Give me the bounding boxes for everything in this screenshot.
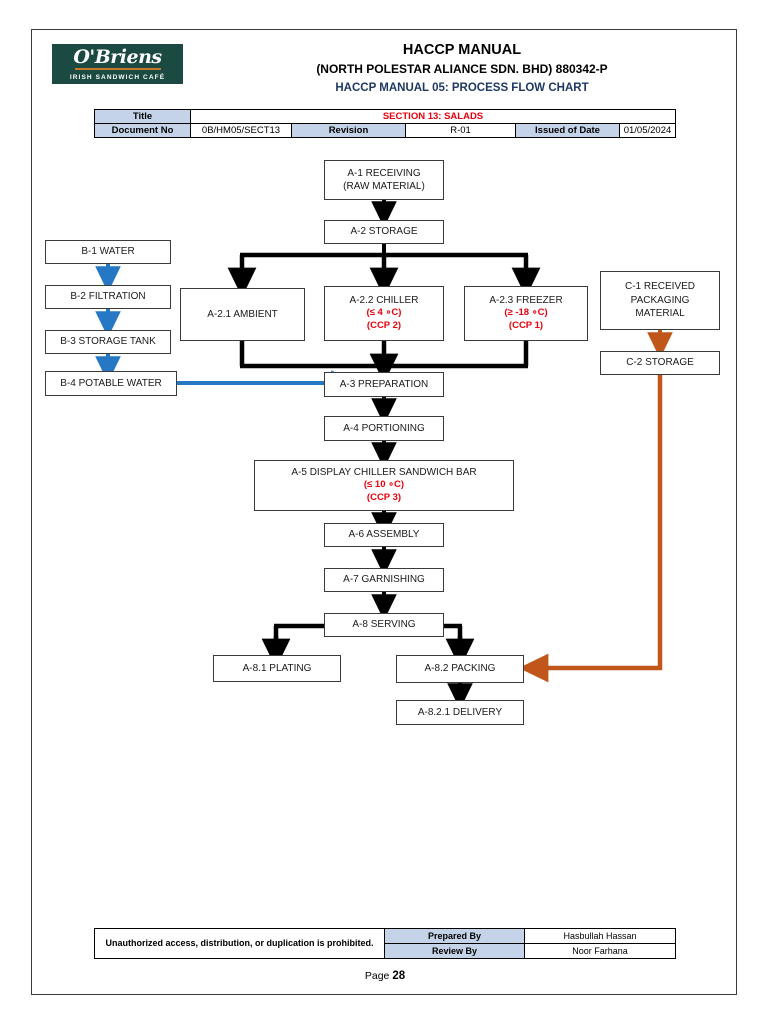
meta-title-label: Title <box>94 109 191 124</box>
node-label: A-2.2 CHILLER <box>349 294 419 306</box>
node-label: A-2.1 AMBIENT <box>207 308 278 320</box>
node-a21-ambient[interactable]: A-2.1 AMBIENT <box>180 288 305 341</box>
node-label: A-2 STORAGE <box>350 226 418 238</box>
node-label: A-8.2 PACKING <box>424 663 496 675</box>
node-label: A-5 DISPLAY CHILLER SANDWICH BAR <box>291 466 477 478</box>
meta-issued-label: Issued of Date <box>515 123 620 138</box>
node-ccp-limit: (≤ 10 ∘C) <box>363 479 405 491</box>
node-label: (RAW MATERIAL) <box>343 181 425 192</box>
node-label: A-3 PREPARATION <box>339 378 429 390</box>
node-a4-portioning[interactable]: A-4 PORTIONING <box>324 416 444 441</box>
footer-prepared-value: Hasbullah Hassan <box>524 928 676 944</box>
table-row: Review By Noor Farhana <box>95 943 676 959</box>
node-label: A-8.1 PLATING <box>242 662 312 674</box>
node-b4-potable-water[interactable]: B-4 POTABLE WATER <box>45 371 177 396</box>
node-b2-filtration[interactable]: B-2 FILTRATION <box>45 285 171 309</box>
process-flow-chart: A-1 RECEIVING (RAW MATERIAL) A-2 STORAGE… <box>32 30 738 996</box>
node-a2-storage[interactable]: A-2 STORAGE <box>324 220 444 244</box>
node-label: A-7 GARNISHING <box>343 574 425 586</box>
node-a1-receiving[interactable]: A-1 RECEIVING (RAW MATERIAL) <box>324 160 444 200</box>
meta-issued-value: 01/05/2024 <box>619 123 676 138</box>
node-b1-water[interactable]: B-1 WATER <box>45 240 171 264</box>
node-label: B-1 WATER <box>81 246 135 258</box>
node-c2-storage[interactable]: C-2 STORAGE <box>600 351 720 375</box>
node-label: A-1 RECEIVING <box>347 167 421 179</box>
node-label: B-4 POTABLE WATER <box>60 377 162 389</box>
node-b3-storage-tank[interactable]: B-3 STORAGE TANK <box>45 330 171 354</box>
table-row: Title SECTION 13: SALADS <box>94 109 676 124</box>
node-a8-serving[interactable]: A-8 SERVING <box>324 613 444 637</box>
node-a82-packing[interactable]: A-8.2 PACKING <box>396 655 524 683</box>
node-a22-chiller[interactable]: A-2.2 CHILLER (≤ 4 ∘C) (CCP 2) <box>324 286 444 341</box>
page-label: Page <box>364 970 390 982</box>
node-label: PACKAGING <box>630 294 690 306</box>
node-ccp-label: (CCP 2) <box>366 320 402 332</box>
page-number-value: 28 <box>392 970 406 982</box>
node-label: MATERIAL <box>635 308 685 320</box>
document-page: O'Briens IRISH SANDWICH CAFÉ HACCP MANUA… <box>31 29 737 995</box>
footer-review-value: Noor Farhana <box>524 943 676 959</box>
node-a6-assembly[interactable]: A-6 ASSEMBLY <box>324 523 444 547</box>
node-label: B-3 STORAGE TANK <box>60 336 156 348</box>
node-a5-display-chiller[interactable]: A-5 DISPLAY CHILLER SANDWICH BAR (≤ 10 ∘… <box>254 460 514 511</box>
meta-docno-label: Document No <box>94 123 191 138</box>
manual-subtitle: HACCP MANUAL 05: PROCESS FLOW CHART <box>335 82 589 94</box>
node-label: C-2 STORAGE <box>626 357 694 369</box>
node-c1-received-packaging-material[interactable]: C-1 RECEIVED PACKAGING MATERIAL <box>600 271 720 330</box>
node-a23-freezer[interactable]: A-2.3 FREEZER (≥ -18 ∘C) (CCP 1) <box>464 286 588 341</box>
page-number: Page 28 <box>32 970 738 982</box>
node-label: A-4 PORTIONING <box>343 422 425 434</box>
footer-notice: Unauthorized access, distribution, or du… <box>94 928 385 959</box>
node-label: A-8.2.1 DELIVERY <box>417 706 503 718</box>
node-ccp-limit: (≤ 4 ∘C) <box>366 307 402 319</box>
node-ccp-label: (CCP 1) <box>508 320 544 332</box>
node-a7-garnishing[interactable]: A-7 GARNISHING <box>324 568 444 592</box>
table-row: Document No 0B/HM05/SECT13 Revision R-01… <box>94 123 676 138</box>
footer-signoff-table: Unauthorized access, distribution, or du… <box>94 928 676 959</box>
node-label: A-6 ASSEMBLY <box>348 529 420 541</box>
node-label: B-2 FILTRATION <box>70 291 146 303</box>
obriens-logo: O'Briens IRISH SANDWICH CAFÉ <box>52 44 183 84</box>
node-a81-plating[interactable]: A-8.1 PLATING <box>213 655 341 682</box>
company-line: (NORTH POLESTAR ALIANCE SDN. BHD) 880342… <box>316 62 608 76</box>
logo-script-text: O'Briens <box>73 46 162 68</box>
manual-title: HACCP MANUAL <box>402 42 522 58</box>
document-meta-table: Title SECTION 13: SALADS Document No 0B/… <box>94 109 676 138</box>
node-a3-preparation[interactable]: A-3 PREPARATION <box>324 372 444 397</box>
meta-revision-label: Revision <box>291 123 406 138</box>
node-ccp-label: (CCP 3) <box>366 492 402 504</box>
footer-prepared-label: Prepared By <box>384 928 525 944</box>
node-label: A-2.3 FREEZER <box>489 294 563 306</box>
logo-tagline: IRISH SANDWICH CAFÉ <box>69 74 166 81</box>
node-ccp-limit: (≥ -18 ∘C) <box>504 307 548 319</box>
logo-underline-rule <box>75 68 161 70</box>
table-row: Unauthorized access, distribution, or du… <box>94 928 676 959</box>
node-label: C-1 RECEIVED <box>624 281 695 293</box>
node-label: A-8 SERVING <box>352 619 416 631</box>
node-a821-delivery[interactable]: A-8.2.1 DELIVERY <box>396 700 524 725</box>
footer-review-label: Review By <box>384 943 525 959</box>
